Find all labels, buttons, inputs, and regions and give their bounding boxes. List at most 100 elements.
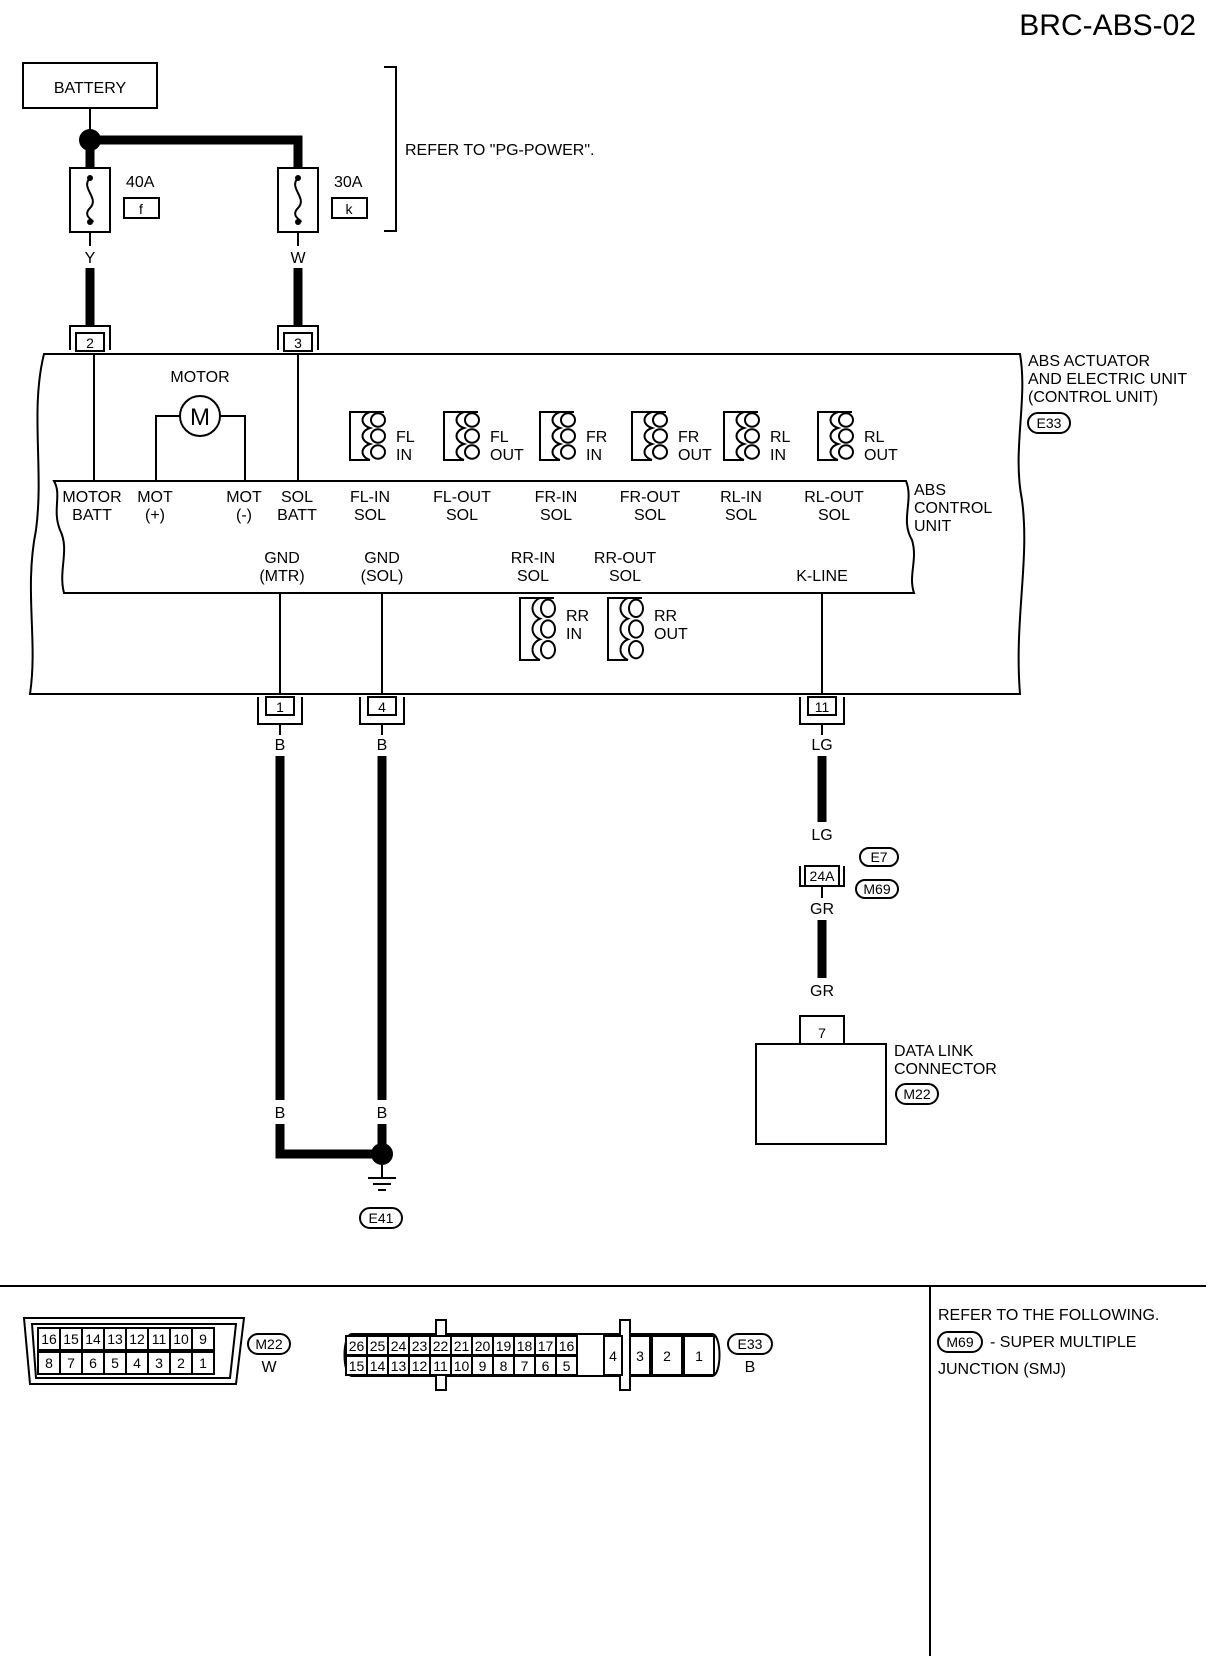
wire-color-lg2: LG (811, 827, 832, 844)
term-rr-in-l2: SOL (517, 568, 549, 585)
m22-face-inner (30, 1323, 238, 1379)
solenoid-label-l2: OUT (490, 447, 524, 464)
terminal-label-l2: (+) (145, 507, 165, 524)
e33-large-pin-label: 2 (663, 1348, 671, 1364)
control-unit-l2: CONTROL (914, 500, 992, 517)
refer-bracket (384, 66, 397, 232)
refer-pg-power: REFER TO "PG-POWER". (405, 142, 594, 159)
e33-pin-label: 16 (559, 1338, 575, 1354)
m22-pin-label: 8 (45, 1355, 53, 1371)
solenoid-coil-2 (539, 411, 576, 461)
solenoid-label-l1: FR (678, 429, 699, 446)
unit-connector: E33 (1037, 415, 1062, 431)
battery-box (22, 62, 158, 109)
pin-3-connector (277, 325, 319, 352)
e33-large-pin-label: 1 (695, 1348, 703, 1364)
fuse-40a (69, 167, 111, 233)
e33-pin-label: 14 (370, 1358, 386, 1374)
wire-color-y: Y (85, 250, 96, 267)
rr-solenoid-label-l2: IN (566, 626, 582, 643)
wire-color-b2: B (377, 737, 388, 754)
e33-pin-label: 17 (538, 1338, 554, 1354)
solenoid-label-l2: OUT (678, 447, 712, 464)
wire-color-b4: B (377, 1105, 388, 1122)
term-rr-out-l2: SOL (609, 568, 641, 585)
wire-color-gr1: GR (810, 901, 834, 918)
m22-pin-label: 7 (67, 1355, 75, 1371)
e33-pin-label: 8 (500, 1358, 508, 1374)
legend-refer-l3: JUNCTION (SMJ) (938, 1361, 1066, 1378)
m22-pin-label: 4 (133, 1355, 141, 1371)
dlc-pin-connector (799, 1015, 845, 1044)
dlc-conn-oval (895, 1083, 939, 1105)
pin-11-connector (799, 696, 845, 725)
m22-pin-label: 1 (199, 1355, 207, 1371)
control-unit-l3: UNIT (914, 518, 952, 535)
m22-pin-cell (191, 1351, 215, 1375)
term-gnd-sol-l2: (SOL) (361, 568, 404, 585)
term-rr-out-l1: RR-OUT (594, 550, 656, 567)
e33-pin-label: 11 (433, 1358, 448, 1374)
motor-label: MOTOR (170, 369, 229, 386)
dlc-pin: 7 (818, 1025, 826, 1041)
legend-m22-oval (247, 1333, 291, 1355)
wire-color-w: W (290, 250, 306, 267)
unit-name-l1: ABS ACTUATOR (1028, 353, 1150, 370)
wire-b-join (275, 1124, 382, 1159)
wire-color-b1: B (275, 737, 286, 754)
junction-conn2: M69 (863, 881, 890, 897)
fuse-30a (277, 167, 319, 233)
motor-minus-lead (220, 415, 246, 481)
terminal-label-l1: RL-OUT (804, 489, 864, 506)
abs-control-unit-outline (52, 480, 916, 594)
junction-conn1: E7 (870, 849, 887, 865)
junction-conn2-oval (855, 879, 899, 899)
solenoid-coil-1 (443, 411, 480, 461)
solenoid-label-l1: RL (864, 429, 885, 446)
solenoid-label-l1: RL (770, 429, 791, 446)
terminal-label-l1: FL-IN (350, 489, 390, 506)
term-k-line: K-LINE (796, 568, 848, 585)
m22-pin-label: 5 (111, 1355, 119, 1371)
legend-refer-oval (937, 1331, 983, 1353)
terminal-label-l1: FL-OUT (433, 489, 491, 506)
motor-letter: M (190, 404, 210, 431)
pin-2-connector (69, 325, 111, 352)
e33-pin-label: 22 (433, 1338, 449, 1354)
solenoid-coil-0 (349, 411, 386, 461)
legend-m22-code: M22 (255, 1336, 282, 1352)
rr-solenoid-coil-0 (519, 597, 556, 661)
unit-connector-oval (1027, 412, 1071, 434)
terminal-label-l2: BATT (277, 507, 317, 524)
terminal-label-l2: SOL (725, 507, 757, 524)
terminal-label-l1: MOT (137, 489, 173, 506)
rr-solenoid-label-l1: RR (654, 608, 677, 625)
wire-color-gr2: GR (810, 983, 834, 1000)
m22-pin-label: 15 (63, 1331, 79, 1347)
m22-pin-label: 14 (85, 1331, 101, 1347)
pin-1-label: 1 (276, 699, 284, 715)
e33-large-pin-cell (603, 1335, 623, 1376)
pin-4-label: 4 (378, 699, 386, 715)
ground-splice (371, 1143, 393, 1165)
unit-name-l3: (CONTROL UNIT) (1028, 389, 1158, 406)
solenoid-label-l1: FL (490, 429, 509, 446)
terminal-label-l1: SOL (281, 489, 313, 506)
e33-pin-label: 20 (475, 1338, 491, 1354)
dlc-label-l2: CONNECTOR (894, 1061, 997, 1078)
terminal-label-l1: FR-OUT (620, 489, 681, 506)
e33-pin-cell (555, 1355, 578, 1376)
terminal-label-l2: SOL (818, 507, 850, 524)
m22-pin-label: 3 (155, 1355, 163, 1371)
m22-pin-label: 9 (199, 1331, 207, 1347)
e33-large-pin-cell (683, 1335, 715, 1376)
e33-pin-label: 6 (542, 1358, 550, 1374)
legend-e33-oval (727, 1333, 773, 1355)
e33-pin-label: 18 (517, 1338, 533, 1354)
fuse2-amp: 30A (334, 174, 363, 191)
terminal-label-l2: SOL (446, 507, 478, 524)
m22-pin-label: 12 (129, 1331, 145, 1347)
m22-pin-label: 16 (41, 1331, 57, 1347)
e33-pin-label: 7 (521, 1358, 529, 1374)
